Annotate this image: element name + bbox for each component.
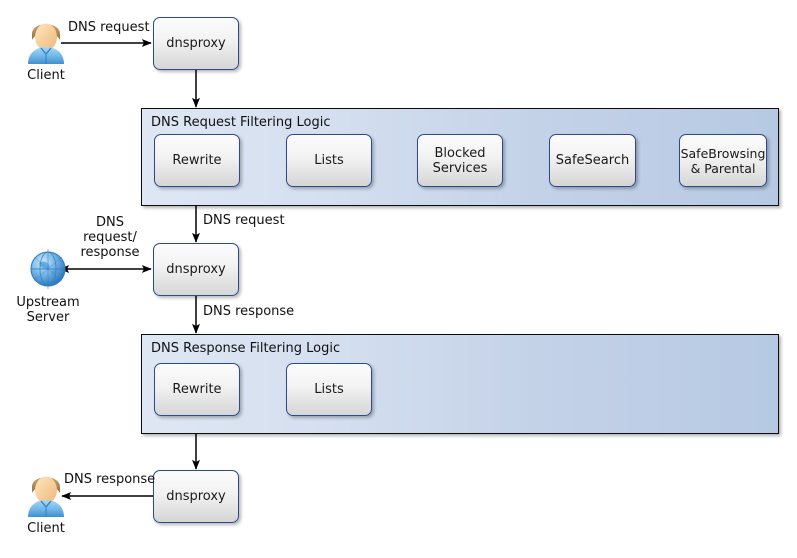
group-request-title: DNS Request Filtering Logic bbox=[151, 115, 331, 130]
node-response-rewrite-label: Rewrite bbox=[172, 382, 222, 397]
globe-icon bbox=[30, 249, 66, 289]
node-dnsproxy-bottom[interactable]: dnsproxy bbox=[153, 470, 239, 523]
edge-label-client-to-proxy: DNS request bbox=[68, 20, 150, 35]
client-bottom-caption: Client bbox=[27, 521, 65, 536]
edge-label-request-logic-to-proxy: DNS request bbox=[203, 213, 285, 228]
node-request-safebrowsing-parental-label: SafeBrowsing & Parental bbox=[680, 145, 766, 176]
node-dnsproxy-middle[interactable]: dnsproxy bbox=[153, 243, 239, 296]
client-top-caption: Client bbox=[27, 68, 65, 83]
node-response-lists[interactable]: Lists bbox=[286, 363, 372, 416]
node-request-safesearch-label: SafeSearch bbox=[555, 153, 630, 168]
node-response-rewrite[interactable]: Rewrite bbox=[154, 363, 240, 416]
group-dns-response-filtering-logic: DNS Response Filtering Logic bbox=[141, 334, 779, 434]
user-avatar-icon bbox=[28, 23, 64, 64]
node-request-rewrite-label: Rewrite bbox=[172, 153, 222, 168]
node-request-safesearch[interactable]: SafeSearch bbox=[549, 134, 636, 187]
node-request-lists[interactable]: Lists bbox=[286, 134, 372, 187]
node-dnsproxy-middle-label: dnsproxy bbox=[166, 262, 226, 277]
edge-label-proxy-to-client: DNS response bbox=[64, 472, 156, 487]
group-response-title: DNS Response Filtering Logic bbox=[151, 341, 341, 356]
node-request-blocked-services-label: Blocked Services bbox=[432, 145, 488, 176]
node-dnsproxy-top[interactable]: dnsproxy bbox=[153, 17, 239, 70]
edge-label-proxy-to-upstream: DNS request/ response bbox=[80, 215, 140, 260]
node-dnsproxy-bottom-label: dnsproxy bbox=[166, 489, 226, 504]
upstream-server-caption: Upstream Server bbox=[16, 295, 80, 325]
node-request-safebrowsing-parental[interactable]: SafeBrowsing & Parental bbox=[679, 134, 767, 187]
user-avatar-icon bbox=[28, 476, 64, 517]
node-dnsproxy-top-label: dnsproxy bbox=[166, 36, 226, 51]
node-request-rewrite[interactable]: Rewrite bbox=[154, 134, 240, 187]
node-request-blocked-services[interactable]: Blocked Services bbox=[417, 134, 503, 187]
edge-label-proxy-to-response-logic: DNS response bbox=[203, 304, 295, 319]
node-request-lists-label: Lists bbox=[314, 153, 344, 168]
node-response-lists-label: Lists bbox=[314, 382, 344, 397]
